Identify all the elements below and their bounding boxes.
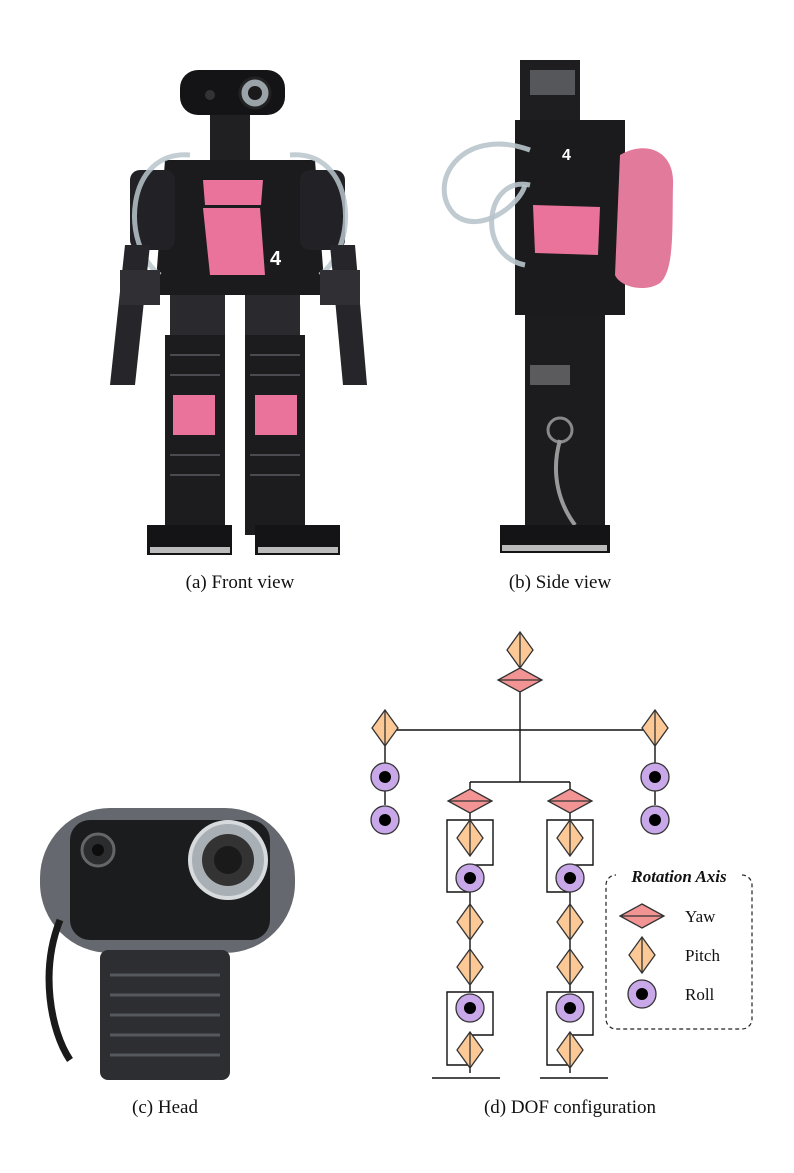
- chest-plate-upper: [203, 180, 263, 205]
- legend-roll-label: Roll: [685, 985, 715, 1004]
- left-hip-pitch-joint: [456, 819, 484, 857]
- left-shoulder-roll-joint: [370, 762, 400, 792]
- right-hip-yaw-joint: [547, 788, 593, 814]
- right-shoulder-pitch-joint: [641, 709, 669, 747]
- head-yaw-joint: [497, 667, 543, 693]
- right-shoulder-roll-joint: [640, 762, 670, 792]
- roll-circle-icon: [627, 979, 657, 1009]
- legend-pitch-label: Pitch: [685, 946, 720, 965]
- left-knee-plate: [173, 395, 215, 435]
- left-ankle-pitch-joint: [456, 1031, 484, 1069]
- right-arm: [330, 245, 367, 385]
- right-elbow-roll-joint: [640, 805, 670, 835]
- head-photo: [30, 800, 300, 1085]
- chest-number: 4: [270, 248, 282, 270]
- caption-side-view: (b) Side view: [508, 572, 612, 593]
- left-ankle-roll-joint: [455, 993, 485, 1023]
- right-ankle-pitch-joint-upper: [556, 948, 584, 986]
- side-view-photo: 4: [430, 55, 690, 565]
- right-hip-roll-joint: [555, 863, 585, 893]
- right-knee-pitch-joint: [556, 903, 584, 941]
- right-ankle-roll-joint: [555, 993, 585, 1023]
- left-hip-roll-joint: [455, 863, 485, 893]
- head-pitch-joint: [506, 631, 534, 669]
- left-knee-pitch-joint: [456, 903, 484, 941]
- right-hip-pitch-joint: [556, 819, 584, 857]
- left-elbow-roll-joint: [370, 805, 400, 835]
- side-number: 4: [562, 147, 571, 164]
- right-ankle-pitch-joint: [556, 1031, 584, 1069]
- pink-cloth: [615, 148, 674, 289]
- left-hip-yaw-joint: [447, 788, 493, 814]
- left-ankle-pitch-joint-upper: [456, 948, 484, 986]
- right-knee-plate: [255, 395, 297, 435]
- chest-plate-lower: [203, 208, 265, 275]
- caption-dof-configuration: (d) DOF configuration: [483, 1097, 657, 1118]
- dof-diagram: Rotation Axis Yaw Pitch Roll: [360, 620, 780, 1085]
- left-arm: [110, 245, 150, 385]
- front-view-photo: 4: [95, 55, 385, 565]
- legend-yaw-label: Yaw: [685, 907, 716, 926]
- legend-title: Rotation Axis: [630, 867, 727, 886]
- legend: Rotation Axis Yaw Pitch Roll: [605, 867, 753, 1030]
- caption-head: (c) Head: [132, 1097, 198, 1118]
- left-shoulder-pitch-joint: [371, 709, 399, 747]
- side-chest-plate: [533, 205, 600, 255]
- caption-front-view: (a) Front view: [185, 572, 295, 593]
